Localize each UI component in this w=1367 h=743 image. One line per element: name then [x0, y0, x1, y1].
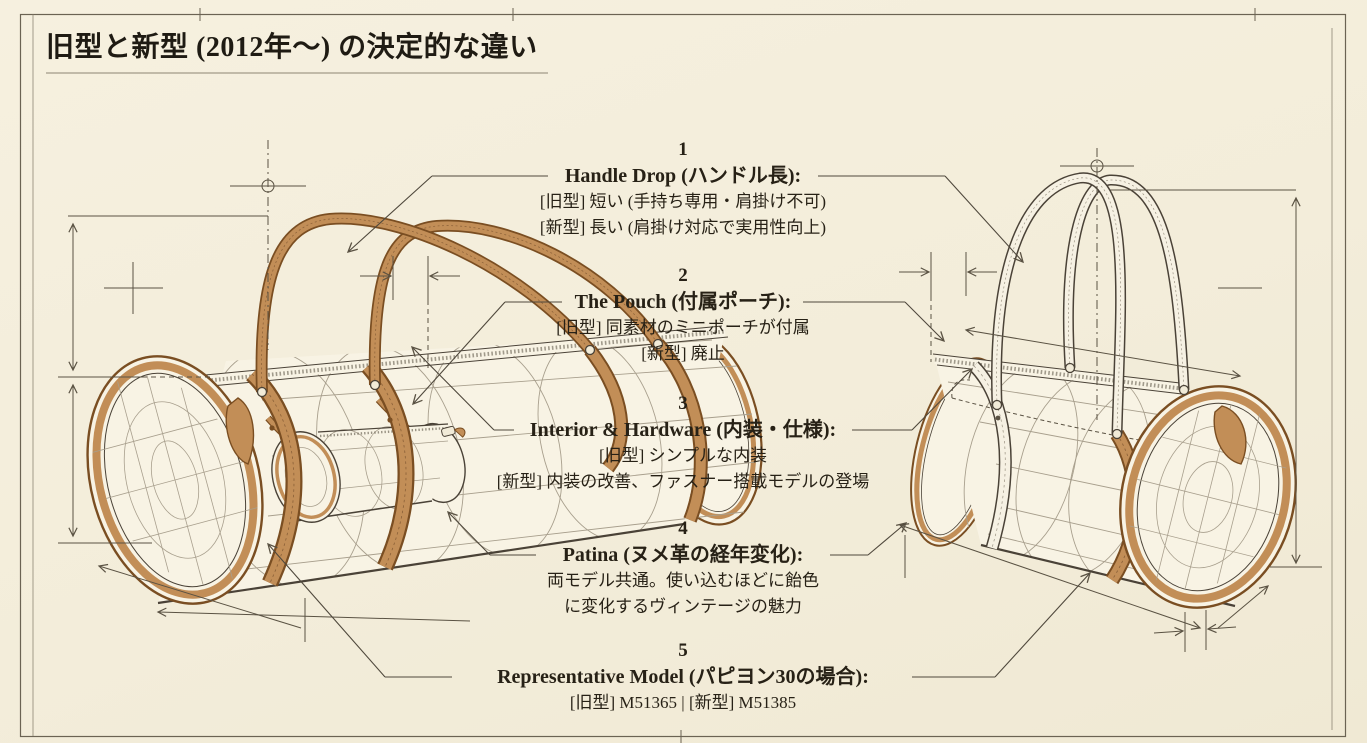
leather-zip-pull — [1213, 405, 1247, 465]
annotation-5-representative-model: 5 Representative Model (パピヨン30の場合): [旧型]… — [403, 640, 963, 716]
wrap-straps — [245, 360, 415, 587]
dimension-marks — [58, 140, 1322, 652]
annotation-2-the-pouch: 2 The Pouch (付属ポーチ): [旧型] 同素材のミニポーチが付属 [… — [403, 265, 963, 367]
annotation-header: Interior & Hardware (内装・仕様): — [529, 419, 837, 441]
annotation-line: [新型] 廃止 — [641, 344, 725, 363]
end-cap — [85, 354, 265, 606]
annotation-header: The Pouch (付属ポーチ): — [574, 291, 792, 313]
annotation-line: [旧型] 同素材のミニポーチが付属 — [556, 318, 810, 337]
annotation-number: 1 — [678, 139, 688, 160]
annotation-4-patina: 4 Patina (ヌメ革の経年変化): 両モデル共通。使い込むほどに飴色 に変… — [403, 518, 963, 620]
pouch-zipper-pull — [441, 425, 466, 438]
drawing-frame — [19, 8, 1347, 743]
leather-zip-pull — [225, 397, 255, 465]
annotation-line: [旧型] M51365 | [新型] M51385 — [569, 693, 797, 712]
annotation-header: Representative Model (パピヨン30の場合): — [497, 666, 869, 688]
page-title: 旧型と新型 (2012年〜) の決定的な違い — [46, 32, 538, 63]
old-model-bag-illustration — [85, 212, 763, 606]
annotation-number: 3 — [678, 393, 688, 414]
annotation-header: Handle Drop (ハンドル長): — [564, 165, 802, 187]
annotation-line: に変化するヴィンテージの魅力 — [564, 597, 802, 616]
annotation-line: [旧型] 短い (手持ち専用・肩掛け不可) — [539, 192, 827, 211]
annotation-number: 5 — [678, 640, 688, 661]
annotation-1-handle-drop: 1 Handle Drop (ハンドル長): [旧型] 短い (手持ち専用・肩掛… — [403, 139, 963, 241]
annotation-line: [新型] 長い (肩掛け対応で実用性向上) — [539, 218, 827, 237]
annotation-number: 4 — [678, 518, 688, 539]
annotation-number: 2 — [678, 265, 688, 286]
annotation-3-interior-hardware: 3 Interior & Hardware (内装・仕様): [旧型] シンプル… — [403, 393, 963, 495]
leader-lines — [267, 175, 1091, 678]
long-handles — [991, 172, 1190, 440]
annotation-line: [旧型] シンプルな内装 — [598, 446, 768, 465]
short-handles — [255, 212, 664, 398]
annotation-line: [新型] 内装の改善、ファスナー搭載モデルの登場 — [496, 472, 870, 491]
annotation-header: Patina (ヌメ革の経年変化): — [562, 544, 804, 566]
annotation-line: 両モデル共通。使い込むほどに飴色 — [547, 571, 819, 590]
frame-tick-marks — [199, 8, 1256, 743]
